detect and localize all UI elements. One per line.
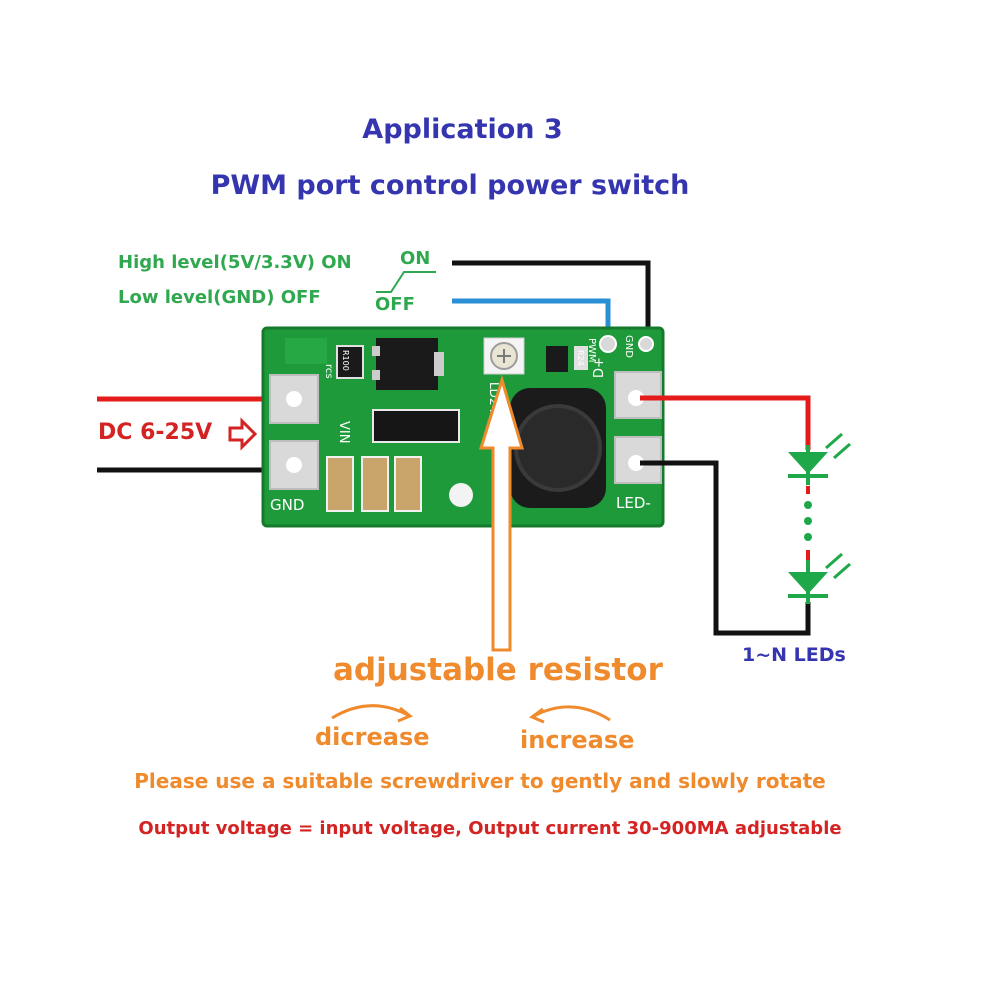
output-note: Output voltage = input voltage, Output c… (138, 818, 842, 839)
high-level-label: High level(5V/3.3V) ON (118, 252, 352, 273)
on-label: ON (400, 248, 431, 269)
pin-pwm-label: PWM (586, 338, 597, 363)
pin-ledminus-label: LED- (616, 494, 651, 512)
pin-gnd-top-label: GND (623, 335, 634, 358)
pin-vin-label: VIN (336, 421, 351, 443)
input-voltage-label: DC 6-25V (98, 420, 213, 445)
increase-label: increase (520, 726, 635, 754)
decrease-arrow-icon (331, 704, 409, 720)
rcs-label: rcs (323, 364, 334, 379)
resistor-pointer-arrow (478, 374, 525, 652)
output-red-wire (640, 395, 811, 450)
pin-dplus-label: D+ (592, 357, 607, 378)
off-label: OFF (375, 294, 415, 315)
resistor-code-label: R100 (341, 350, 350, 371)
low-level-label: Low level(GND) OFF (118, 287, 321, 308)
on-off-waveform (376, 271, 436, 293)
led-string (788, 432, 851, 604)
leds-label: 1~N LEDs (742, 644, 846, 666)
output-black-wire (640, 460, 811, 636)
input-arrow-icon (228, 417, 258, 451)
page-title: Application 3 (362, 114, 563, 145)
increase-arrow-icon (533, 705, 611, 722)
screwdriver-note: Please use a suitable screwdriver to gen… (134, 769, 826, 793)
adjustable-resistor-label: adjustable resistor (333, 652, 663, 688)
r24-label: R24 (576, 350, 585, 366)
pin-gnd-label: GND (270, 496, 304, 514)
pwm-black-wire (452, 260, 651, 338)
decrease-label: dicrease (315, 723, 430, 751)
page-subtitle: PWM port control power switch (210, 170, 690, 201)
